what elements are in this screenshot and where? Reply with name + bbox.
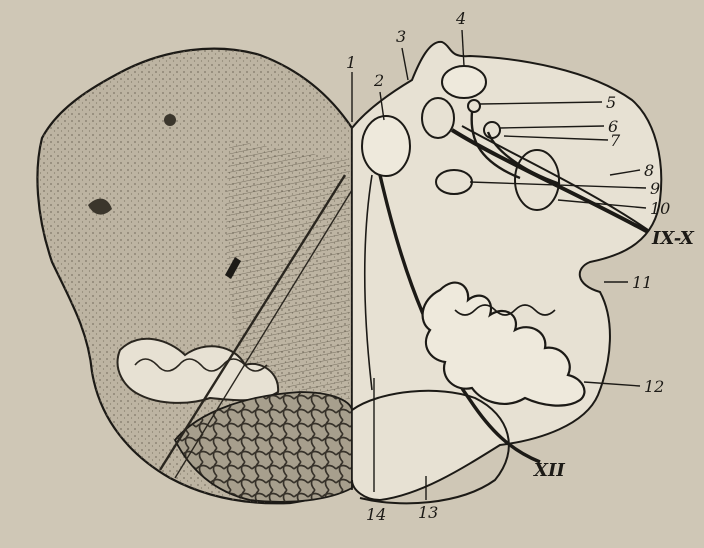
label-4: 4 — [455, 9, 466, 28]
label-xii: XII — [533, 460, 565, 481]
label-3: 3 — [396, 27, 406, 46]
nucleus-4 — [442, 66, 486, 98]
label-13: 13 — [418, 503, 438, 522]
label-ix-x: IX-X — [651, 228, 695, 249]
label-2: 2 — [373, 71, 384, 90]
label-1: 1 — [346, 53, 356, 72]
label-10: 10 — [650, 199, 670, 218]
label-14: 14 — [366, 505, 386, 524]
label-8: 8 — [644, 161, 654, 180]
label-7: 7 — [610, 131, 621, 150]
label-11: 11 — [632, 273, 652, 292]
label-5: 5 — [606, 93, 616, 112]
nucleus-2 — [362, 116, 410, 176]
label-12: 12 — [644, 377, 664, 396]
label-9: 9 — [650, 179, 660, 198]
